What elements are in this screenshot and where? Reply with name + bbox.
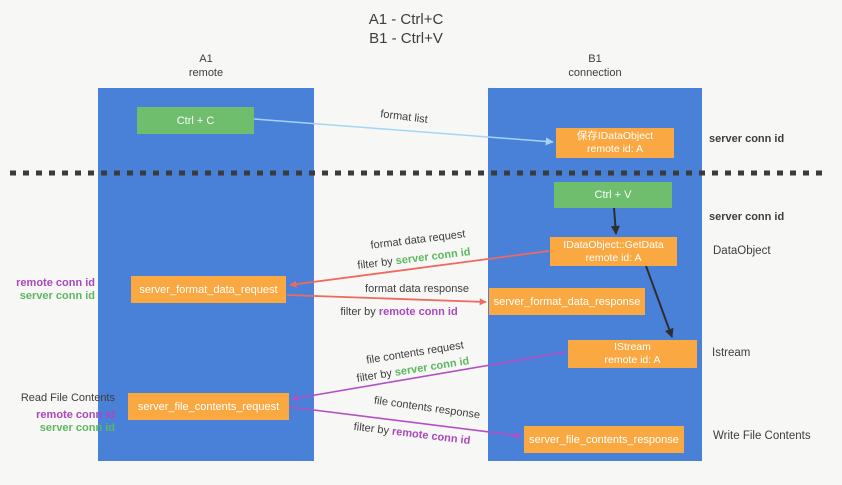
node-ctrl-c-label: Ctrl + C <box>176 114 215 127</box>
annotation-write-file-contents: Write File Contents <box>713 430 811 442</box>
title-line-paste: B1 - Ctrl+V <box>369 30 443 47</box>
node-ctrl-c: Ctrl + C <box>137 107 254 134</box>
node-getdata: IDataObject::GetData remote id: A <box>550 237 677 266</box>
node-format-response-label: server_format_data_response <box>493 295 641 308</box>
annotation-server-conn-id-2: server conn id <box>709 211 785 223</box>
annotation-istream: Istream <box>712 347 751 359</box>
server-conn-id-text: server conn id <box>39 422 115 434</box>
node-ctrl-v: Ctrl + V <box>554 182 672 208</box>
node-server-file-contents-response: server_file_contents_response <box>524 426 684 453</box>
filter-by-text: filter by <box>356 255 394 272</box>
label-format-list: format list <box>379 108 429 126</box>
node-save-dataobject-line1: 保存IDataObject <box>576 130 654 142</box>
server-conn-id-text: server conn id <box>395 246 472 268</box>
node-server-format-data-response: server_format_data_response <box>489 288 645 315</box>
node-istream-line1: IStream <box>614 341 651 353</box>
node-save-dataobject-line2: remote id: A <box>586 143 644 155</box>
label-format-data-response: format data response <box>365 283 469 295</box>
lane-right-role: connection <box>568 67 622 79</box>
lane-left-name: A1 <box>199 53 213 65</box>
remote-conn-id-text: remote conn id <box>36 409 115 421</box>
lane-right-name: B1 <box>588 53 602 65</box>
node-ctrl-v-label: Ctrl + V <box>594 189 632 201</box>
annotation-left-file-ids: Read File Contents remote conn id server… <box>0 392 115 435</box>
lane-header-connection: B1 connection <box>488 52 702 80</box>
lane-left-role: remote <box>188 67 224 79</box>
remote-conn-id-text: remote conn id <box>378 306 458 318</box>
filter-by-text: filter by <box>340 306 376 318</box>
annotation-left-format-ids: remote conn id server conn id <box>0 277 95 303</box>
node-server-format-data-request: server_format_data_request <box>131 276 286 303</box>
filter-by-text: filter by <box>355 367 393 385</box>
node-getdata-line2: remote id: A <box>585 251 642 264</box>
remote-conn-id-text: remote conn id <box>16 277 95 289</box>
node-istream-line2: remote id: A <box>604 354 661 366</box>
node-save-dataobject: 保存IDataObject remote id: A <box>556 128 674 158</box>
node-getdata-line1: IDataObject::GetData <box>563 238 664 251</box>
remote-conn-id-text: remote conn id <box>391 425 471 448</box>
read-file-contents-text: Read File Contents <box>20 392 115 404</box>
lane-header-remote: A1 remote <box>98 52 314 80</box>
filter-by-text: filter by <box>353 420 390 438</box>
node-istream: IStream remote id: A <box>568 340 697 368</box>
server-conn-id-text: server conn id <box>19 290 95 302</box>
annotation-dataobject: DataObject <box>713 245 771 257</box>
diagram-title: A1 - Ctrl+C B1 - Ctrl+V <box>306 10 506 48</box>
label-filter-format-response: filter by remote conn id <box>340 306 457 318</box>
annotation-server-conn-id-1: server conn id <box>709 133 785 145</box>
title-line-copy: A1 - Ctrl+C <box>368 11 444 28</box>
label-filter-file-response: filter by remote conn id <box>353 421 471 447</box>
label-file-contents-response: file contents response <box>373 394 481 422</box>
node-server-file-contents-request: server_file_contents_request <box>128 393 289 420</box>
arrow-format-data-response <box>286 294 487 306</box>
node-file-request-label: server_file_contents_request <box>137 400 280 413</box>
node-file-response-label: server_file_contents_response <box>529 433 679 446</box>
node-format-request-label: server_format_data_request <box>139 283 278 296</box>
